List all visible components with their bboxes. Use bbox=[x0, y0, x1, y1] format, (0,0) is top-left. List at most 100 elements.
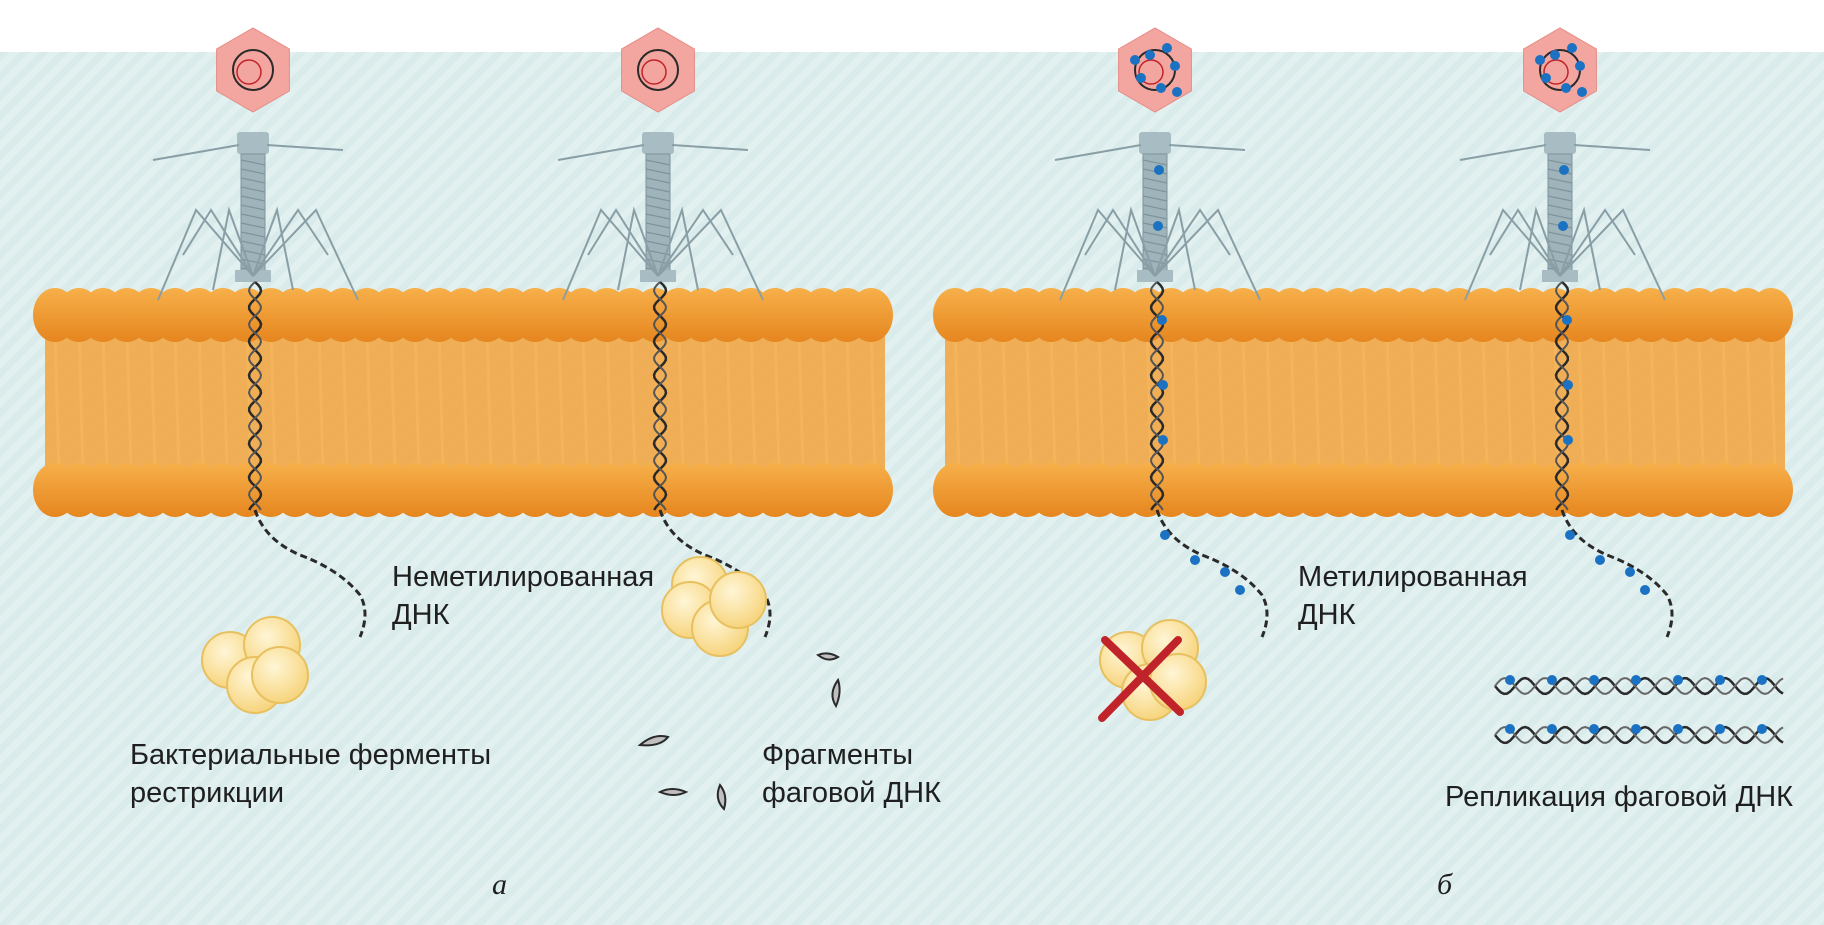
methylated-dna-label: Метилированная ДНК bbox=[1298, 558, 1528, 634]
methyl-mark bbox=[1172, 87, 1182, 97]
methyl-mark bbox=[1563, 380, 1573, 390]
label-line: Метилированная bbox=[1298, 561, 1528, 593]
methyl-mark bbox=[1595, 555, 1605, 565]
dna-strand bbox=[1155, 509, 1269, 638]
label-line: ДНК bbox=[392, 599, 450, 631]
collar bbox=[642, 132, 674, 154]
dna-strand bbox=[253, 509, 367, 638]
methyl-mark bbox=[1757, 724, 1767, 734]
tail-fiber bbox=[1154, 208, 1261, 301]
tail-fiber bbox=[1489, 208, 1561, 277]
tail-fiber bbox=[182, 208, 254, 277]
methyl-mark bbox=[1715, 724, 1725, 734]
label-line: Фрагменты bbox=[762, 739, 914, 771]
methyl-mark bbox=[1235, 585, 1245, 595]
injected-dna bbox=[652, 281, 668, 511]
methyl-mark bbox=[1558, 221, 1568, 231]
whisker bbox=[557, 144, 749, 161]
methyl-mark bbox=[1565, 530, 1575, 540]
tail-fiber bbox=[1059, 208, 1156, 301]
collar bbox=[1139, 132, 1171, 154]
methyl-mark bbox=[1162, 43, 1172, 53]
methyl-mark bbox=[1547, 675, 1557, 685]
tail-fiber bbox=[252, 206, 294, 291]
tail-fiber bbox=[587, 208, 659, 277]
dna-strand bbox=[658, 509, 772, 638]
dna-fragments-label: Фрагменты фаговой ДНК bbox=[762, 736, 941, 812]
phage bbox=[1054, 27, 1269, 638]
membrane-panel-a bbox=[33, 288, 893, 517]
replicated-dna bbox=[1494, 675, 1784, 696]
tail-fiber bbox=[657, 206, 699, 291]
capsid bbox=[216, 27, 290, 113]
methyl-mark bbox=[1550, 50, 1560, 60]
replication-label: Репликация фаговой ДНК bbox=[1445, 781, 1794, 813]
methyl-mark bbox=[1535, 55, 1545, 65]
collar bbox=[237, 132, 269, 154]
methyl-mark bbox=[1673, 675, 1683, 685]
methyl-mark bbox=[1157, 315, 1167, 325]
methyl-mark bbox=[1575, 61, 1585, 71]
methyl-mark bbox=[1673, 724, 1683, 734]
methyl-mark bbox=[1158, 435, 1168, 445]
tail-fiber bbox=[1114, 206, 1156, 291]
phage bbox=[152, 27, 367, 638]
tail-fiber bbox=[252, 208, 359, 301]
tail-fiber bbox=[1559, 208, 1636, 277]
methyl-mark bbox=[1160, 530, 1170, 540]
lipid-head bbox=[1749, 288, 1793, 342]
capsid bbox=[621, 27, 695, 113]
methyl-mark bbox=[1158, 380, 1168, 390]
capsid bbox=[1523, 27, 1597, 113]
methyl-mark bbox=[1541, 73, 1551, 83]
methyl-mark bbox=[1145, 50, 1155, 60]
tail-fiber bbox=[617, 206, 659, 291]
whisker bbox=[1459, 144, 1651, 161]
whisker bbox=[1054, 144, 1246, 161]
methyl-mark bbox=[1153, 221, 1163, 231]
dna-fragments bbox=[637, 652, 841, 811]
methyl-mark bbox=[1563, 435, 1573, 445]
blocked-cross-icon bbox=[1098, 636, 1184, 722]
tail-fiber bbox=[1559, 206, 1601, 291]
methyl-mark bbox=[1156, 83, 1166, 93]
restriction-enzyme-cluster bbox=[201, 616, 309, 714]
tail-fiber bbox=[1519, 206, 1561, 291]
methyl-mark bbox=[1631, 724, 1641, 734]
phage bbox=[557, 27, 772, 638]
capsid bbox=[1118, 27, 1192, 113]
label-line: Неметилированная bbox=[392, 561, 655, 593]
whisker bbox=[152, 144, 344, 161]
tail-fiber bbox=[1154, 206, 1196, 291]
tail-fiber bbox=[1084, 208, 1156, 277]
packed-dna bbox=[232, 49, 274, 91]
replicated-dna bbox=[1494, 724, 1784, 745]
methyl-mark bbox=[1625, 567, 1635, 577]
tail-fiber bbox=[657, 208, 764, 301]
methyl-mark bbox=[1640, 585, 1650, 595]
panel-letter-b: б bbox=[1437, 868, 1453, 901]
unmethylated-dna-label: Неметилированная ДНК bbox=[392, 558, 654, 634]
phage bbox=[1459, 27, 1674, 638]
packed-dna bbox=[637, 49, 679, 91]
tail-fiber bbox=[157, 208, 254, 301]
methyl-mark bbox=[1589, 724, 1599, 734]
methyl-mark bbox=[1136, 73, 1146, 83]
methyl-mark bbox=[1170, 61, 1180, 71]
label-line: Бактериальные ферменты bbox=[130, 739, 492, 771]
methyl-mark bbox=[1220, 567, 1230, 577]
lipid-head bbox=[849, 288, 893, 342]
methyl-mark bbox=[1505, 724, 1515, 734]
label-line: ДНК bbox=[1298, 599, 1356, 631]
tail-fiber bbox=[1154, 208, 1231, 277]
methyl-mark bbox=[1562, 315, 1572, 325]
membrane-panel-b bbox=[933, 288, 1793, 517]
methyl-mark bbox=[1757, 675, 1767, 685]
methyl-mark bbox=[1190, 555, 1200, 565]
methyl-mark bbox=[1130, 55, 1140, 65]
methyl-mark bbox=[1589, 675, 1599, 685]
methyl-mark bbox=[1154, 165, 1164, 175]
restriction-enzymes-label: Бактериальные ферменты рестрикции bbox=[130, 736, 491, 812]
